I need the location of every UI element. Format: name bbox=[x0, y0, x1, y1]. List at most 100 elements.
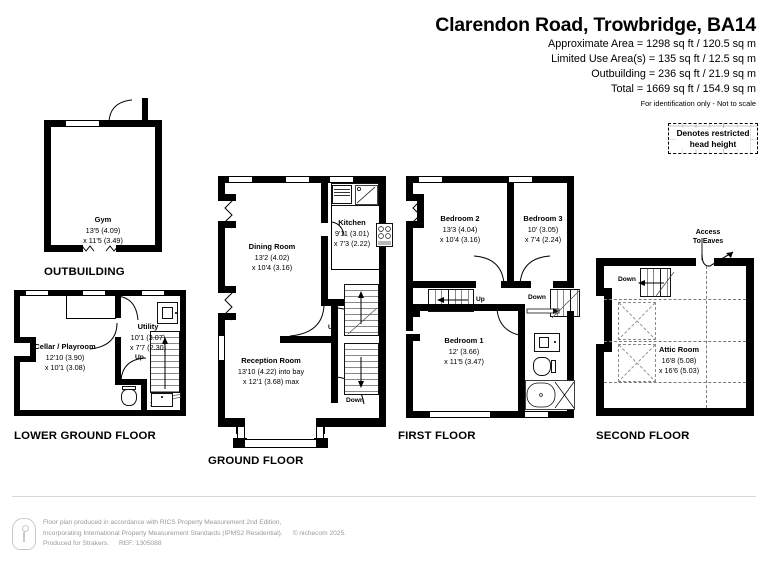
room-dim1-attic-room: 16'8 (5.08) bbox=[661, 355, 697, 365]
wall-gf-left-5 bbox=[218, 388, 225, 418]
wall-lg-wc-vertical bbox=[141, 379, 147, 410]
area-limited-use: Limited Use Area(s) = 135 sq ft / 12.5 s… bbox=[551, 53, 756, 66]
window-gf-bay-left bbox=[237, 427, 245, 445]
wall-lg-right bbox=[180, 290, 186, 416]
wall-ff-bed-divider bbox=[507, 183, 514, 288]
stairs-second-down-arrow bbox=[638, 271, 675, 297]
wall-sf-left-recess-bot bbox=[596, 344, 612, 352]
floor-plan-first: Up Down bbox=[406, 176, 586, 426]
window-lg-top-2 bbox=[83, 290, 105, 296]
fixture-bath-toilet bbox=[533, 357, 551, 376]
access-to-eaves-line-2: To Eaves bbox=[692, 238, 724, 246]
wall-ff-b1-ceiling-right bbox=[475, 304, 525, 311]
area-total: Total = 1669 sq ft / 154.9 sq m bbox=[611, 83, 756, 96]
window-ff-top-2 bbox=[509, 176, 532, 183]
window-ff-top-1 bbox=[419, 176, 442, 183]
line-kitchen-counter-v bbox=[331, 206, 332, 269]
footer: Floor plan produced in accordance with R… bbox=[12, 518, 346, 550]
wall-outbuilding-top-right bbox=[99, 120, 162, 127]
wall-gf-bay-corner-left bbox=[233, 438, 247, 448]
wall-gf-top-d bbox=[353, 176, 386, 183]
window-outbuilding-top bbox=[66, 120, 99, 127]
wall-gf-bottom-right bbox=[324, 418, 386, 427]
wall-sf-left-upper bbox=[596, 258, 604, 288]
wall-lg-top-a bbox=[14, 290, 26, 296]
window-gf-top-1 bbox=[229, 176, 252, 183]
room-dim2-attic-room: x 16'6 (5.03) bbox=[658, 366, 700, 375]
floor-plan-second: Down Attic Room 16'8 (5.08) x 16'6 (5.03… bbox=[596, 238, 761, 428]
access-to-eaves-line-1: Access bbox=[695, 229, 721, 236]
room-label-bedroom-2: Bedroom 2 13'3 (4.04) x 10'4 (3.16) bbox=[418, 214, 502, 245]
door-arc-ff-bed3 bbox=[519, 255, 551, 285]
wall-ff-b1-bottom-a bbox=[406, 411, 430, 418]
room-dim2-bedroom-1: x 11'5 (3.47) bbox=[444, 357, 484, 366]
room-label-kitchen: Kitchen 9'11 (3.01) x 7'3 (2.22) bbox=[323, 218, 381, 249]
stair-label-gf-down: Down bbox=[346, 397, 364, 404]
door-arc-ff-bed2 bbox=[473, 255, 505, 285]
key-line-1: Denotes restricted bbox=[676, 128, 750, 139]
window-lg-top-3 bbox=[142, 290, 164, 296]
floor-title-second: SECOND FLOOR bbox=[596, 430, 690, 442]
wall-gf-kitchen-left-2 bbox=[321, 236, 328, 306]
window-gf-top-2 bbox=[286, 176, 309, 183]
wall-lg-left-recess-side bbox=[30, 337, 36, 362]
wall-ff-b1-left-upper bbox=[406, 304, 413, 331]
wall-sf-top-right bbox=[714, 258, 754, 266]
room-dim2-bedroom-2: x 10'4 (3.16) bbox=[439, 235, 481, 244]
wall-ff-top-b bbox=[442, 176, 509, 183]
wall-gf-left-recess2 bbox=[218, 286, 236, 293]
hatch-line-h-2 bbox=[604, 341, 746, 342]
room-label-cellar-playroom: Cellar / Playroom 12'10 (3.90) x 10'1 (3… bbox=[16, 342, 114, 373]
wall-ff-b1-bottom-b bbox=[490, 411, 525, 418]
stair-label-sf-down: Down bbox=[618, 276, 636, 283]
page-title: Clarendon Road, Trowbridge, BA14 bbox=[435, 14, 756, 36]
wall-gf-top-c bbox=[309, 176, 330, 183]
room-dim2-dining-room: x 10'4 (3.16) bbox=[251, 263, 293, 272]
wall-ff-b1-left-recess-top bbox=[406, 310, 420, 317]
stairs-ground-up-arrow bbox=[347, 291, 378, 335]
wall-ff-landing-right bbox=[553, 281, 574, 288]
stair-label-gf-up: Up bbox=[328, 324, 337, 331]
wall-gf-top-b bbox=[252, 176, 286, 183]
wall-ff-b1-left-recess-bot bbox=[406, 334, 420, 341]
floor-plan-ground: Up Down Dining Room 13'2 (4.02) x 10'4 (… bbox=[218, 176, 393, 448]
floor-plan-outbuilding: Gym 13'5 (4.09) x 11'5 (3.49) bbox=[44, 98, 184, 280]
room-label-bedroom-3: Bedroom 3 10' (3.05) x 7'4 (2.24) bbox=[513, 214, 573, 245]
wall-sf-top-left bbox=[596, 258, 696, 266]
fixture-bathtub bbox=[525, 380, 575, 410]
wall-gf-bay-corner-right bbox=[314, 438, 328, 448]
floor-title-lower-ground: LOWER GROUND FLOOR bbox=[14, 430, 156, 442]
fixture-wc-basin bbox=[151, 393, 173, 407]
wall-outbuilding-top-left bbox=[44, 120, 66, 127]
wall-lg-internal-vertical-upper bbox=[115, 290, 121, 318]
footer-line-2a: Incorporating International Property Mea… bbox=[43, 529, 283, 537]
wall-sf-left-recess-side bbox=[604, 288, 612, 352]
key-line-2: head height bbox=[689, 138, 737, 149]
room-dim1-cellar-playroom: 12'10 (3.90) bbox=[45, 352, 85, 362]
room-name-reception-room: Reception Room bbox=[241, 356, 301, 365]
window-gf-top-3 bbox=[330, 176, 353, 183]
wall-gf-left-recess1 bbox=[218, 194, 236, 201]
footer-copyright: © nichecom 2025. bbox=[292, 529, 346, 537]
window-lg-top-1 bbox=[26, 290, 48, 296]
wall-ff-left-2 bbox=[406, 228, 413, 288]
eaves-area-upper-cross bbox=[618, 302, 656, 340]
stairs-direction-arrow-lg bbox=[162, 337, 168, 389]
fireplace-marks-ff bbox=[412, 193, 421, 229]
stair-label-lg-up: Up bbox=[135, 354, 144, 361]
door-arc-outbuilding bbox=[108, 99, 133, 123]
fixture-utility-appliance-inner bbox=[162, 307, 173, 319]
wall-ff-landing-left bbox=[406, 281, 476, 288]
wall-sf-left-lower bbox=[596, 352, 604, 416]
wall-gf-left-recess2b bbox=[218, 313, 236, 320]
fixture-bath-cabinet-inner bbox=[539, 337, 549, 348]
wall-ff-landing-mid bbox=[501, 281, 531, 288]
footer-divider bbox=[12, 496, 756, 497]
fireplace-marks-gf-lower bbox=[224, 285, 233, 321]
wall-lg-internal-horizontal bbox=[115, 379, 147, 385]
line-kitchen-counter-h bbox=[331, 269, 379, 270]
wall-lg-left-recess-top bbox=[14, 337, 36, 343]
wall-ff-bath-right bbox=[567, 311, 574, 418]
wall-lg-top-c bbox=[105, 290, 142, 296]
fixture-kitchen-sink bbox=[355, 185, 378, 205]
